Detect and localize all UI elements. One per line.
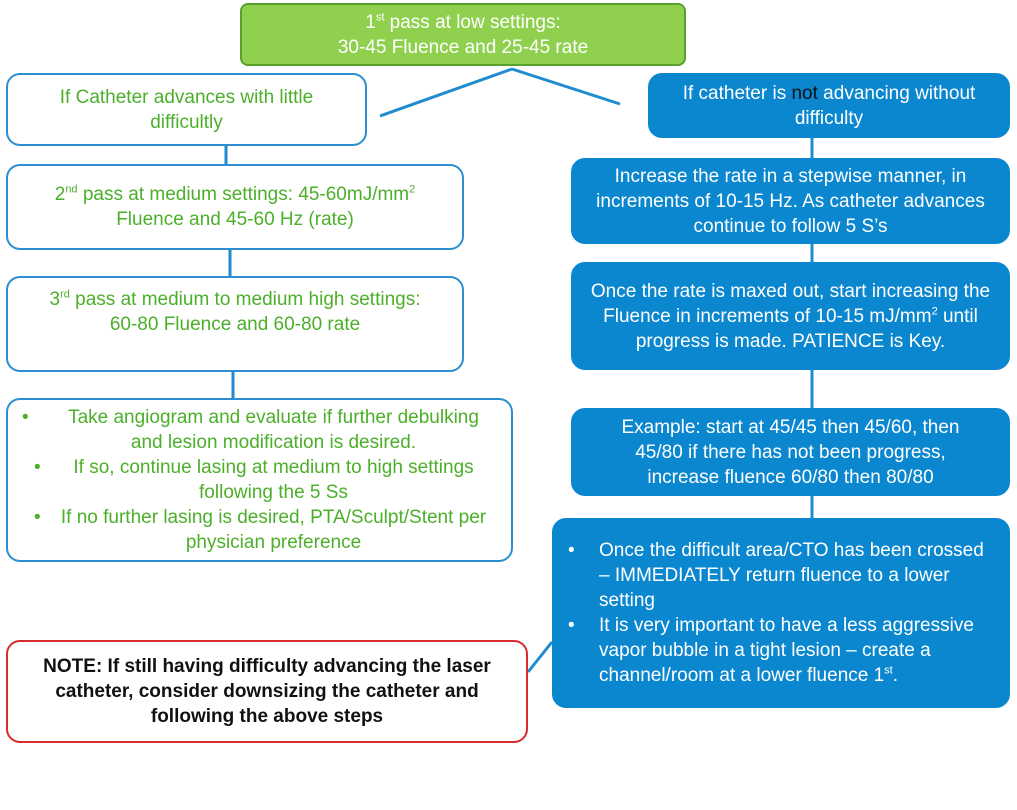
right-step-example-text: Example: start at 45/45 then 45/60, then… (621, 416, 960, 488)
right-bullet-list: • Once the difficult area/CTO has been c… (564, 538, 986, 688)
connector-note (526, 641, 554, 673)
second-pass-line2: Fluence and 45-60 Hz (rate) (116, 209, 354, 230)
third-pass-line1: 3rd pass at medium to medium high settin… (49, 288, 421, 310)
left-branch-header-text: If Catheter advances with little difficu… (59, 86, 314, 133)
left-branch-header: If Catheter advances with little difficu… (6, 73, 367, 146)
first-pass-box: 1st pass at low settings: 30-45 Fluence … (240, 3, 686, 66)
left-bullet-item: • If so, continue lasing at medium to hi… (18, 455, 501, 505)
right-step-rate-box: Increase the rate in a stepwise manner, … (571, 158, 1010, 244)
left-bullet-text: If no further lasing is desired, PTA/Scu… (60, 507, 487, 553)
first-pass-line1: 1st pass at low settings: (365, 11, 561, 33)
second-pass-line1: 2nd pass at medium settings: 45-60mJ/mm2 (54, 183, 416, 205)
bullet-dot: • (34, 457, 41, 478)
right-bullet-item: • Once the difficult area/CTO has been c… (564, 538, 986, 613)
note-box: NOTE: If still having difficulty advanci… (6, 640, 528, 743)
right-bullets-box: • Once the difficult area/CTO has been c… (552, 518, 1010, 708)
bullet-dot: • (568, 615, 575, 636)
left-bullets-box: • Take angiogram and evaluate if further… (6, 398, 513, 562)
right-bullet-text: It is very important to have a less aggr… (599, 615, 974, 686)
note-text: NOTE: If still having difficulty advanci… (43, 656, 491, 727)
connector-top-to-right (511, 67, 621, 106)
connector-top-to-left (379, 67, 513, 118)
left-bullet-list: • Take angiogram and evaluate if further… (18, 405, 501, 555)
right-bullet-item: • It is very important to have a less ag… (564, 613, 986, 688)
bullet-dot: • (568, 540, 575, 561)
first-pass-line2: 30-45 Fluence and 25-45 rate (337, 36, 589, 58)
right-step-example-box: Example: start at 45/45 then 45/60, then… (571, 408, 1010, 496)
right-step-fluence-box: Once the rate is maxed out, start increa… (571, 262, 1010, 370)
right-branch-header-text: If catheter is not advancing without dif… (682, 82, 976, 129)
third-pass-line2: 60-80 Fluence and 60-80 rate (109, 314, 361, 335)
left-bullet-item: • Take angiogram and evaluate if further… (18, 405, 501, 455)
left-bullet-item: • If no further lasing is desired, PTA/S… (18, 505, 501, 555)
bullet-dot: • (22, 407, 29, 428)
right-bullet-text: Once the difficult area/CTO has been cro… (599, 540, 984, 611)
third-pass-box: 3rd pass at medium to medium high settin… (6, 276, 464, 372)
second-pass-box: 2nd pass at medium settings: 45-60mJ/mm2… (6, 164, 464, 250)
left-bullet-text: If so, continue lasing at medium to high… (73, 457, 474, 503)
bullet-dot: • (34, 507, 41, 528)
right-step-fluence-text: Once the rate is maxed out, start increa… (590, 280, 991, 352)
left-bullet-text: Take angiogram and evaluate if further d… (68, 407, 479, 453)
right-branch-header: If catheter is not advancing without dif… (648, 73, 1010, 138)
right-step-rate-text: Increase the rate in a stepwise manner, … (596, 165, 985, 237)
